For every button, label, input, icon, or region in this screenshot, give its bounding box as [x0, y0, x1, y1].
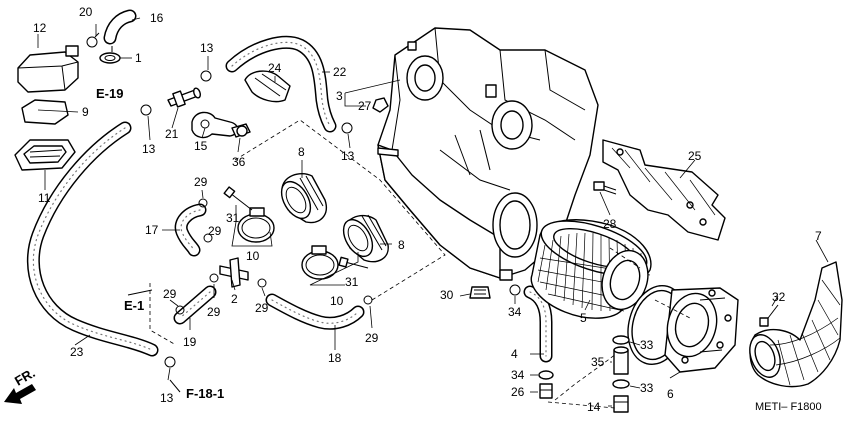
connecting-tube-8	[280, 172, 389, 263]
callout-29-e: 29	[255, 301, 269, 315]
leader-lines	[37, 17, 829, 409]
callout-34-upper: 34	[508, 305, 522, 319]
callout-5: 5	[580, 311, 587, 325]
callout-20: 20	[79, 5, 93, 19]
callout-2: 2	[231, 292, 238, 306]
callout-31-lower: 31	[345, 275, 359, 289]
holder-24	[244, 70, 291, 103]
plug-26	[539, 383, 553, 399]
clamp-29	[175, 198, 373, 315]
callout-15: 15	[194, 139, 208, 153]
callout-13-b: 13	[142, 142, 156, 156]
breather-case-12	[17, 45, 79, 93]
reference-e1: E-1	[124, 298, 144, 313]
air-cleaner-housing	[377, 27, 599, 281]
hose-18	[265, 293, 365, 330]
drain-cap-35	[613, 346, 629, 375]
callout-29-b: 29	[208, 224, 222, 238]
callout-33-upper: 33	[640, 338, 654, 352]
nut-27	[372, 97, 389, 113]
callout-8-lower: 8	[398, 238, 405, 252]
callout-31-upper: 31	[226, 211, 240, 225]
drain-plug-30	[469, 286, 491, 299]
callout-27: 27	[358, 99, 372, 113]
callout-33-lower: 33	[640, 381, 654, 395]
callout-22: 22	[333, 65, 347, 79]
diagram-code: METI– F1800	[755, 401, 822, 413]
callout-10-lower: 10	[330, 294, 344, 308]
callout-16: 16	[150, 11, 164, 25]
callout-13-a: 13	[200, 41, 214, 55]
breather-hose-22	[225, 35, 337, 133]
callout-29-a: 29	[194, 175, 208, 189]
intake-duct-7	[749, 261, 843, 388]
reference-e19: E-19	[96, 86, 123, 101]
callout-23: 23	[70, 345, 84, 359]
clamp-34	[509, 284, 554, 380]
callout-9: 9	[82, 105, 89, 119]
callout-13-d: 13	[160, 391, 174, 405]
callout-6: 6	[667, 387, 674, 401]
band-clamp-10	[237, 207, 339, 280]
clip-20	[86, 32, 100, 48]
joint-pipe-21	[167, 87, 201, 108]
long-drain-hose-23	[26, 121, 159, 357]
callout-4: 4	[511, 347, 518, 361]
clamp-33	[612, 335, 630, 389]
callout-29-c: 29	[163, 287, 177, 301]
reference-f18-1: F-18-1	[186, 386, 224, 401]
bolt-28	[593, 181, 617, 195]
screw-31	[223, 186, 369, 269]
callout-18: 18	[328, 351, 342, 365]
plug-14	[613, 395, 629, 413]
callout-28: 28	[603, 217, 617, 231]
callout-36: 36	[232, 155, 246, 169]
callout-8-upper: 8	[298, 145, 305, 159]
callout-1: 1	[135, 51, 142, 65]
callout-29-d: 29	[207, 305, 221, 319]
hose-17	[174, 203, 207, 257]
callout-11: 11	[38, 191, 51, 205]
callout-34-lower: 34	[511, 368, 525, 382]
clamp-13	[140, 70, 353, 368]
callout-25: 25	[688, 149, 702, 163]
callout-7: 7	[815, 229, 822, 243]
callout-35: 35	[591, 355, 605, 369]
callout-19: 19	[183, 335, 197, 349]
callout-24: 24	[268, 61, 282, 75]
elbow-hose-16	[103, 9, 137, 45]
callout-30: 30	[440, 288, 454, 302]
callout-17: 17	[145, 223, 159, 237]
screw-32	[759, 304, 779, 327]
joint-1	[99, 46, 121, 64]
hose-19	[173, 285, 217, 325]
callout-13-c: 13	[341, 149, 355, 163]
tee-joint-2	[219, 257, 249, 288]
callout-26: 26	[511, 385, 525, 399]
callout-32: 32	[772, 290, 786, 304]
air-filter-element-5	[530, 219, 652, 319]
bracket-15	[191, 111, 239, 139]
breather-cover-11	[14, 139, 76, 171]
callout-3: 3	[336, 89, 343, 103]
callout-21: 21	[165, 127, 179, 141]
callout-10-upper: 10	[246, 249, 260, 263]
callout-29-f: 29	[365, 331, 379, 345]
callout-14: 14	[587, 400, 601, 414]
pad-9	[21, 99, 69, 125]
callout-numbers: 1 2 3 4 5 6 7 8 8 9 10 10 11 12 13 13 13…	[33, 5, 822, 414]
bolt-36	[231, 123, 251, 138]
heat-shield-25	[602, 139, 726, 241]
front-label: FR.	[12, 365, 38, 388]
front-arrow-icon	[4, 384, 36, 404]
drain-tube-4	[523, 285, 553, 363]
callout-12: 12	[33, 21, 47, 35]
